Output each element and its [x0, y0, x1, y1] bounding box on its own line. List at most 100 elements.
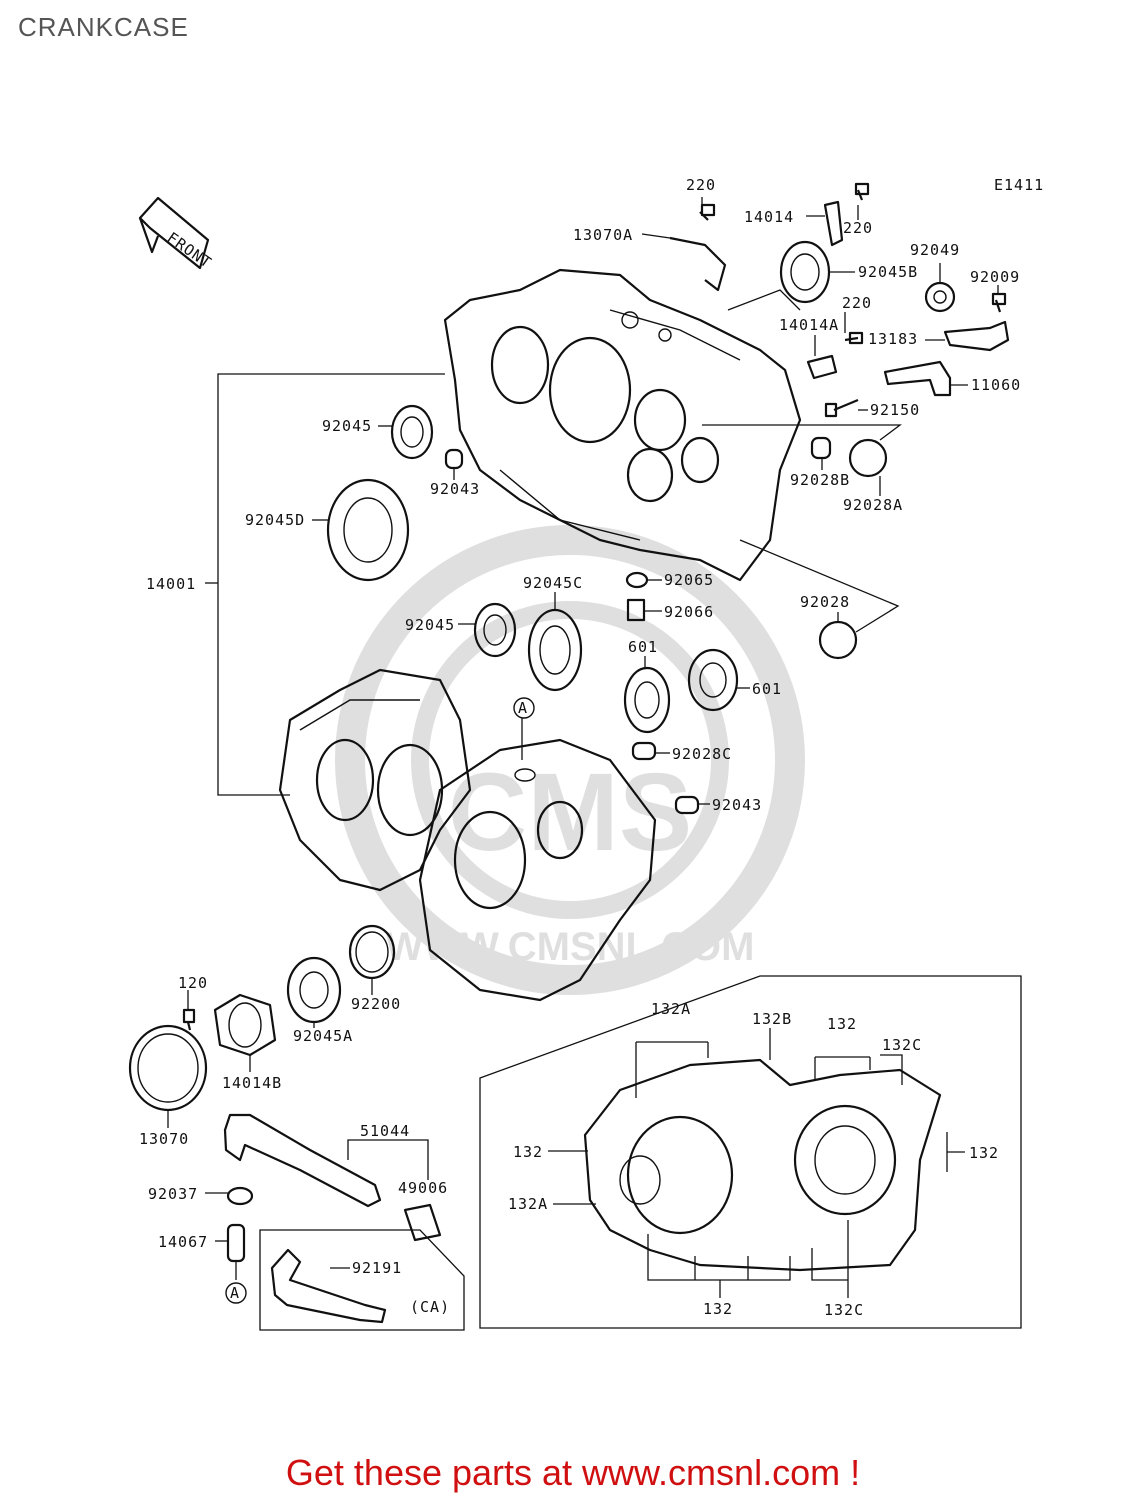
leader-14001	[217, 373, 445, 796]
callout-14014A: 14014A	[779, 316, 839, 334]
callout-92037: 92037	[148, 1185, 198, 1203]
bushing-92028A	[848, 438, 888, 478]
callout-13070A: 13070A	[573, 226, 633, 244]
reference-mark-lower: A	[225, 1282, 247, 1304]
callout-132C: 132C	[824, 1301, 864, 1319]
watermark-text: WWW.CMSNL.COM	[386, 925, 755, 969]
callout-601: 601	[628, 638, 658, 656]
callout-132: 132	[703, 1300, 733, 1318]
reference-mark-upper: A	[513, 697, 535, 719]
dowel-92028C	[631, 741, 657, 761]
callout-220: 220	[842, 294, 872, 312]
callout-220: 220	[686, 176, 716, 194]
bolt-92009	[991, 292, 1007, 313]
callout-132: 132	[513, 1143, 543, 1161]
upper-crankcase-half	[443, 268, 802, 582]
diagram-code: E1411	[994, 176, 1044, 194]
svg-text:A: A	[518, 699, 528, 717]
bolt-220-b	[854, 182, 870, 201]
leader-lines	[167, 197, 999, 1280]
callout-132A: 132A	[508, 1195, 548, 1213]
svg-text:(CA): (CA)	[410, 1298, 450, 1316]
callout-14001: 14001	[146, 575, 196, 593]
callout-220: 220	[843, 219, 873, 237]
footer-link[interactable]: Get these parts at www.cmsnl.com !	[285, 1452, 861, 1493]
bearing-92045A	[286, 956, 342, 1024]
callout-11060: 11060	[971, 376, 1021, 394]
bearing-92045C	[527, 608, 583, 692]
callout-92045: 92045	[405, 616, 455, 634]
callout-13070: 13070	[139, 1130, 189, 1148]
callout-92028: 92028	[800, 593, 850, 611]
joint-49006	[403, 1203, 442, 1242]
dowel-92028B	[810, 436, 832, 460]
bolt-220-c	[844, 331, 864, 345]
callout-92200: 92200	[351, 995, 401, 1013]
oil-seal-92200	[348, 924, 396, 980]
callout-120: 120	[178, 974, 208, 992]
callout-92045A: 92045A	[293, 1027, 353, 1045]
callout-92009: 92009	[970, 268, 1020, 286]
callout-132: 132	[827, 1015, 857, 1033]
callout-92045: 92045	[322, 417, 372, 435]
callout-13183: 13183	[868, 330, 918, 348]
cover-14014B	[213, 993, 277, 1057]
callout-92049: 92049	[910, 241, 960, 259]
callout-132B: 132B	[752, 1010, 792, 1028]
bearing-92045D	[326, 478, 410, 582]
bolt-120	[182, 1008, 196, 1031]
plate-14014	[823, 200, 844, 247]
bearing-92045-middle	[473, 602, 517, 658]
callout-92028A: 92028A	[843, 496, 903, 514]
callout-92043: 92043	[430, 480, 480, 498]
bolt-92150	[824, 398, 859, 418]
front-arrow-icon: FRONT	[138, 196, 215, 273]
dowel-92043-upper	[444, 448, 464, 470]
callout-132A: 132A	[651, 1000, 691, 1018]
callout-92028C: 92028C	[672, 745, 732, 763]
washer-92049	[924, 281, 956, 313]
bearing-601-left	[623, 666, 671, 734]
bearing-601-right	[687, 648, 739, 712]
hose-51044	[223, 1113, 382, 1208]
callout-92150: 92150	[870, 401, 920, 419]
callout-92066: 92066	[664, 603, 714, 621]
callout-14014: 14014	[744, 208, 794, 226]
callout-92191: 92191	[352, 1259, 402, 1277]
bushing-92028	[818, 620, 858, 660]
bracket-13070A	[669, 236, 727, 292]
callout-92028B: 92028B	[790, 471, 850, 489]
svg-text:A: A	[230, 1284, 240, 1302]
callout-labels: 220 220 220 13070A 14014 92049 92009 920…	[139, 176, 1021, 1319]
callout-14014B: 14014B	[222, 1074, 282, 1092]
callout-92045D: 92045D	[245, 511, 305, 529]
inset-bolt-locations	[479, 975, 1022, 1329]
page-title: CRANKCASE	[18, 12, 189, 42]
bracket-13183	[943, 320, 1010, 352]
oil-seal-13070	[128, 1024, 208, 1112]
callout-51044: 51044	[360, 1122, 410, 1140]
lower-crankcase-right-half	[418, 738, 657, 1002]
bolt-220-a	[699, 203, 716, 221]
washer-92065	[625, 571, 649, 589]
callout-14067: 14067	[158, 1233, 208, 1251]
bearing-92045B	[779, 240, 831, 304]
callout-92045C: 92045C	[523, 574, 583, 592]
callout-601: 601	[752, 680, 782, 698]
callout-92065: 92065	[664, 571, 714, 589]
fitting-14067	[226, 1223, 246, 1263]
callout-92043: 92043	[712, 796, 762, 814]
bearing-92045-upper	[390, 404, 434, 460]
callout-132: 132	[969, 1144, 999, 1162]
plate-14014A	[806, 354, 838, 380]
inset-hose-ca: (CA)	[259, 1229, 465, 1331]
plug-92066	[626, 598, 646, 622]
clamp-92037	[226, 1186, 254, 1206]
bracket-11060	[883, 360, 952, 397]
lower-crankcase-left-half	[278, 668, 472, 892]
dowel-92043-lower	[674, 795, 700, 815]
callout-49006: 49006	[398, 1179, 448, 1197]
callout-92045B: 92045B	[858, 263, 918, 281]
front-arrow-label: FRONT	[164, 229, 215, 273]
